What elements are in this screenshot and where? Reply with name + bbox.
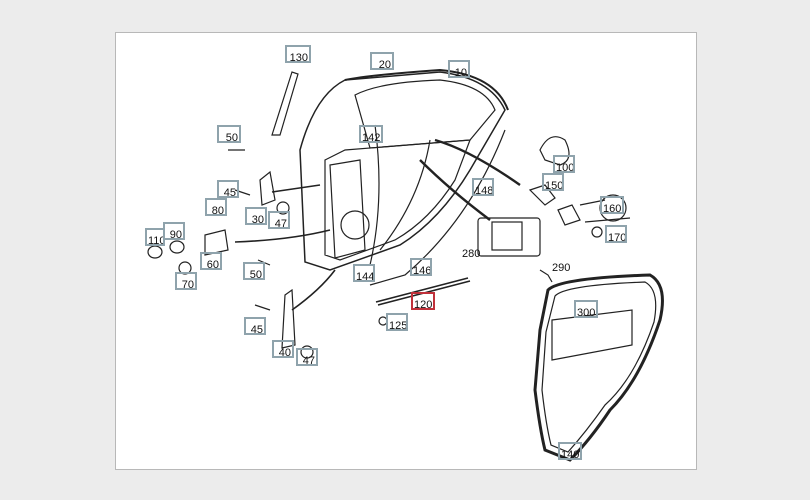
callout-130[interactable]: 130 bbox=[285, 45, 311, 63]
callout-144[interactable]: 144 bbox=[353, 264, 375, 282]
trim-strip-130 bbox=[271, 71, 299, 136]
callout-10[interactable]: 10 bbox=[448, 60, 470, 78]
callout-20[interactable]: 20 bbox=[370, 52, 394, 70]
callout-50[interactable]: 50 bbox=[217, 125, 241, 143]
callout-30[interactable]: 30 bbox=[245, 207, 267, 225]
callout-140[interactable]: 140 bbox=[558, 442, 582, 460]
callout-80[interactable]: 80 bbox=[205, 198, 227, 216]
door-shell bbox=[299, 71, 506, 271]
callout-170[interactable]: 170 bbox=[605, 225, 627, 243]
callout-150[interactable]: 150 bbox=[542, 173, 564, 191]
callout-142[interactable]: 142 bbox=[359, 125, 383, 143]
callout-45-lower[interactable]: 45 bbox=[244, 317, 266, 335]
callout-148[interactable]: 148 bbox=[472, 178, 494, 196]
callout-120-selected[interactable]: 120 bbox=[411, 292, 435, 310]
callout-280[interactable]: 280 bbox=[462, 248, 481, 260]
callout-47-lower[interactable]: 47 bbox=[296, 348, 318, 366]
callout-290[interactable]: 290 bbox=[552, 262, 571, 274]
callout-60[interactable]: 60 bbox=[200, 252, 222, 270]
callout-40[interactable]: 40 bbox=[272, 340, 294, 358]
callout-47[interactable]: 47 bbox=[268, 211, 290, 229]
callout-300[interactable]: 300 bbox=[574, 300, 598, 318]
callout-146[interactable]: 146 bbox=[410, 258, 432, 276]
callout-90[interactable]: 90 bbox=[163, 222, 185, 240]
callout-45[interactable]: 45 bbox=[217, 180, 239, 198]
callout-100[interactable]: 100 bbox=[553, 155, 575, 173]
callout-125[interactable]: 125 bbox=[386, 313, 408, 331]
callout-110[interactable]: 110 bbox=[145, 228, 165, 246]
callout-50-lower[interactable]: 50 bbox=[243, 262, 265, 280]
parts-diagram-panel bbox=[115, 32, 697, 470]
callout-160[interactable]: 160 bbox=[600, 196, 624, 214]
callout-70[interactable]: 70 bbox=[175, 272, 197, 290]
